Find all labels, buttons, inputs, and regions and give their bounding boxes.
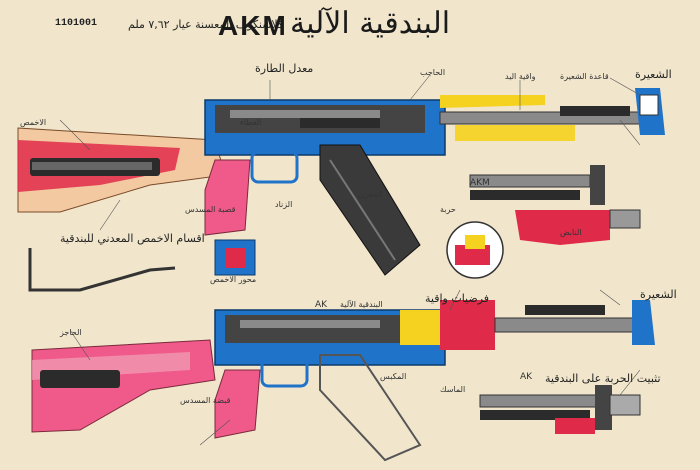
- label-muzzle-top: الشعيرة: [635, 68, 672, 81]
- label-spring: النابض: [560, 228, 582, 237]
- bottom-handguard-red: [440, 300, 495, 350]
- label-rear-sight: معدل الطارة: [255, 62, 314, 75]
- subtitle: كلاشنكوف المعسنة عيار ٧,٦٢ ملم: [128, 18, 284, 31]
- label-muzzle-bottom: الشعيرة: [640, 288, 677, 301]
- label-mag: المخزن: [358, 190, 383, 199]
- label-latch: الماسك: [440, 385, 466, 394]
- top-magazine: [319, 144, 421, 276]
- label-handguard: الحاجز: [60, 328, 82, 337]
- leader-lines: [59, 74, 641, 446]
- label-sight-marks: فرضيات واقية: [425, 292, 490, 305]
- folding-stock-detail: [28, 248, 176, 292]
- title-arabic: البندقية الآلية: [290, 6, 451, 41]
- top-grip: [204, 159, 251, 236]
- title-latin: AKM: [218, 10, 288, 41]
- detail-red-block: [515, 210, 610, 245]
- label-trigger: الزناد: [275, 200, 293, 209]
- label-ak-small: AK: [520, 372, 533, 382]
- label-piston: المكبس: [380, 372, 407, 381]
- document-code: 1101001: [55, 18, 98, 29]
- label-grip: قبضة المسدس: [180, 396, 231, 405]
- label-stock-top: قصبة المسدس: [185, 205, 236, 214]
- label-butt: الاخمص: [20, 118, 47, 127]
- bottom-barrel: [494, 317, 636, 333]
- label-gas: واقية اليد: [505, 72, 536, 81]
- label-safety: محور الاخمص: [210, 275, 257, 284]
- label-ak-arabic: البندقية الآلية: [340, 300, 383, 309]
- bottom-grip: [214, 369, 261, 439]
- label-ak: AK: [315, 300, 328, 310]
- label-bolt: الحاجب: [420, 68, 446, 77]
- label-sections: اقسام الاخمص المعدني للبندقية: [60, 232, 205, 245]
- bottom-stock-tube: [40, 370, 120, 388]
- label-akm-small: AKM: [470, 178, 490, 188]
- detail2-barrel: [479, 394, 601, 408]
- bottom-magazine: [319, 354, 422, 462]
- top-gas-yellow: [440, 95, 545, 108]
- label-detail-text: تثبيت الحربة على البندقية: [545, 372, 661, 385]
- label-cover: الغطاء: [240, 118, 262, 127]
- bottom-front-sight: [632, 300, 655, 345]
- label-barrel: قاعدة الشعيرة: [560, 72, 609, 81]
- label-bayonet: حربة: [440, 205, 456, 214]
- detail-sight: [590, 165, 605, 205]
- top-trigger-guard: [250, 150, 299, 184]
